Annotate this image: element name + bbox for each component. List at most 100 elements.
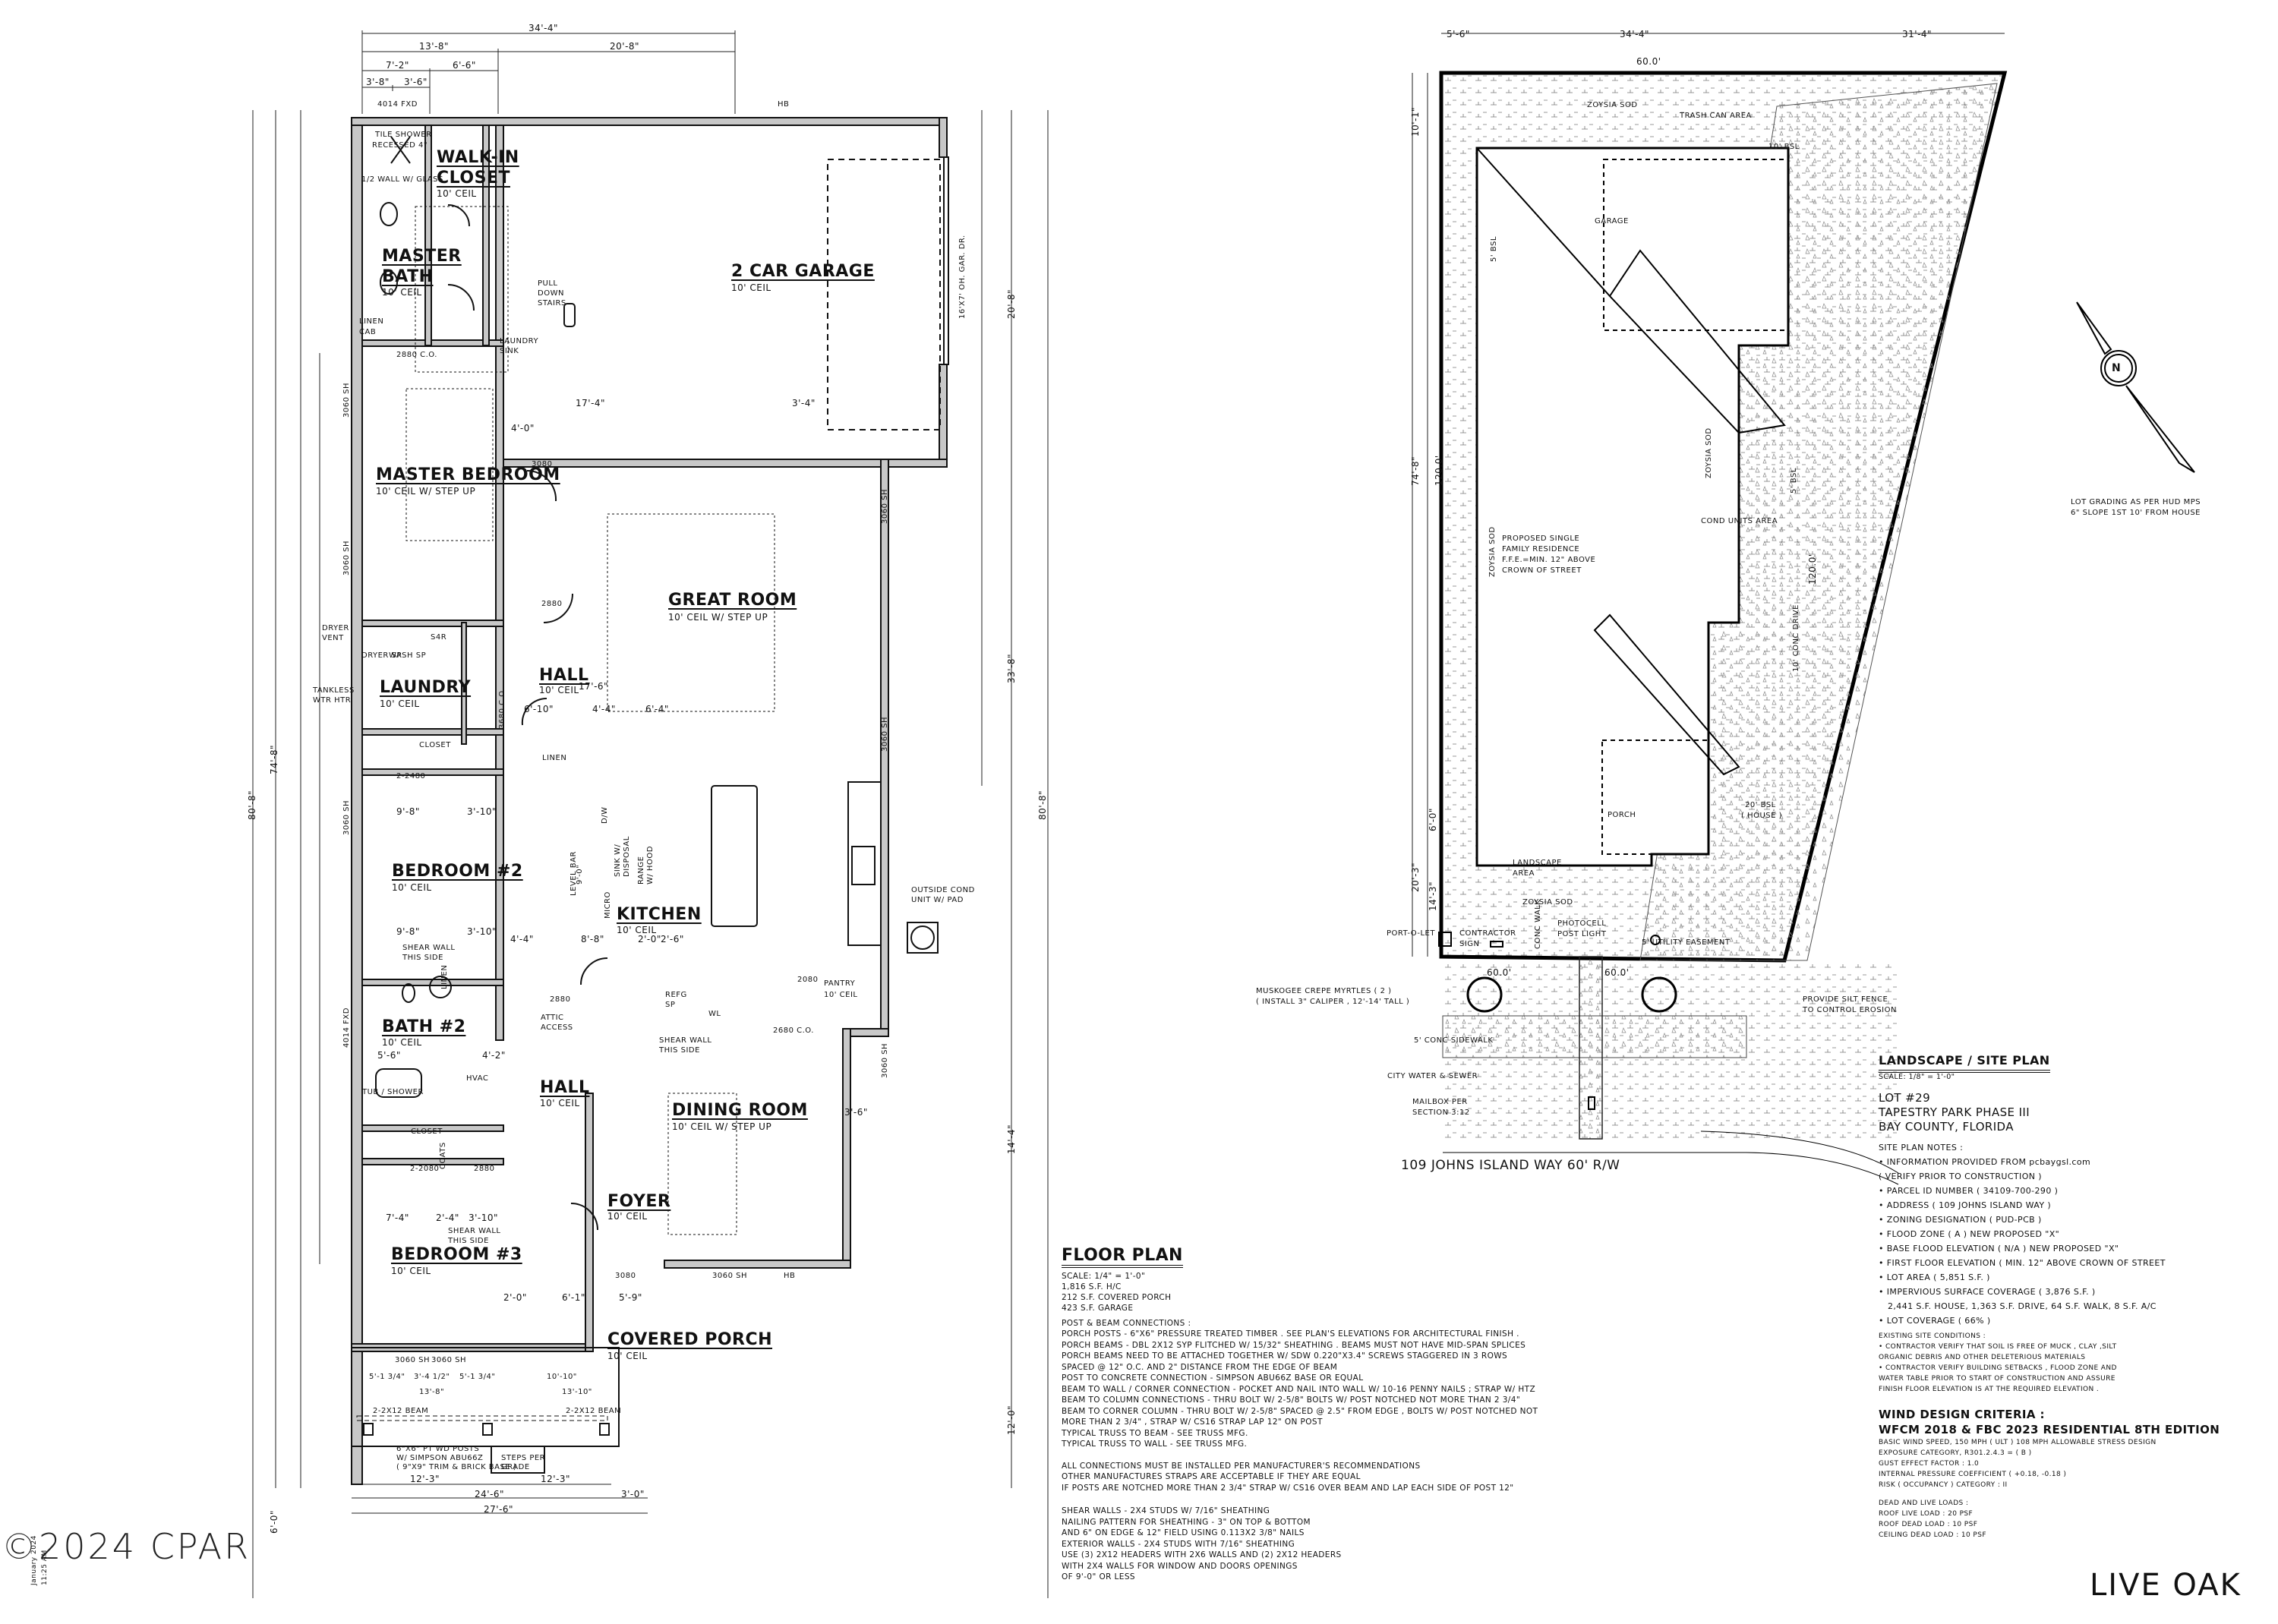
dim-sub-a: 7'-2" [386, 60, 409, 71]
plan-name-title: LIVE OAK [2090, 1568, 2242, 1603]
county: BAY COUNTY, FLORIDA [1879, 1119, 2014, 1134]
outside-cond-label-2: UNIT W/ PAD [911, 896, 964, 904]
cond-units-label: COND UNITS AREA [1701, 517, 1778, 525]
dryer-vent-label-2: VENT [322, 634, 344, 642]
site-note: • ADDRESS ( 109 JOHNS ISLAND WAY ) [1879, 1200, 2052, 1210]
note-line: PORCH BEAMS - DBL 2X12 SYP FLITCHED W/ 1… [1062, 1340, 1526, 1350]
dim-3-6-dining: 3'-6" [844, 1107, 868, 1118]
note-line: POST & BEAM CONNECTIONS : [1062, 1318, 1191, 1328]
post-light-label: POST LIGHT [1557, 930, 1607, 938]
site-dim-a: 5'-6" [1447, 29, 1470, 39]
note-line: PORCH POSTS - 6"X6" PRESSURE TREATED TIM… [1062, 1329, 1519, 1339]
site-note: ( VERIFY PRIOR TO CONSTRUCTION ) [1879, 1171, 2042, 1181]
walk-in-ceiling: 10' CEIL [437, 188, 477, 199]
wind-criteria: BASIC WIND SPEED, 150 MPH ( ULT ) 108 MP… [1879, 1437, 2220, 1490]
closet-label-1: CLOSET [419, 741, 451, 749]
site-note: • BASE FLOOD ELEVATION ( N/A ) NEW PROPO… [1879, 1243, 2119, 1253]
existing-note: ORGANIC DEBRIS AND OTHER DELETERIOUS MAT… [1879, 1353, 2086, 1361]
laundry-ceiling: 10' CEIL [380, 698, 420, 709]
dim-right-width: 20'-8" [610, 41, 640, 52]
posts-label: 6"X6" PT WD POSTS [396, 1445, 480, 1453]
site-front-right-dim: 60.0' [1604, 967, 1630, 978]
wind-note: INTERNAL PRESSURE COEFFICIENT ( +0.18, -… [1879, 1470, 2067, 1478]
window-3060-bed3-a: 3060 SH [395, 1356, 430, 1364]
hose-bib-label: HB [778, 100, 790, 109]
door-2880-co: 2880 C.O. [396, 351, 437, 359]
lot-grading-slope: 6" SLOPE 1ST 10' FROM HOUSE [2071, 509, 2201, 517]
dim-5-6: 5'-6" [377, 1050, 401, 1061]
microwave-label: MICRO [604, 891, 612, 919]
shear-wall-label-3b: THIS SIDE [448, 1237, 489, 1245]
linen-cab-label: LINEN [359, 317, 384, 326]
door-2-2480: 2-2480 [396, 772, 426, 780]
dim-3-4: 3'-4" [792, 398, 816, 408]
shear-wall-label-1b: THIS SIDE [402, 954, 443, 962]
connection-notes: ALL CONNECTIONS MUST BE INSTALLED PER MA… [1062, 1461, 1538, 1494]
residence-label-2: FAMILY RESIDENCE [1502, 545, 1580, 553]
room-master-bath: MASTER [382, 247, 462, 266]
bsl-10-label: 10' BSL [1768, 143, 1800, 151]
note-line: BEAM TO WALL / CORNER CONNECTION - POCKE… [1062, 1384, 1536, 1394]
garage-ceiling: 10' CEIL [731, 282, 771, 293]
site-note: • ZONING DESIGNATION ( PUD-PCB ) [1879, 1214, 2042, 1225]
sidewalk-label: 5' CONC SIDEWALK [1414, 1036, 1494, 1045]
dim-bottom-c: 24'-6" [475, 1489, 505, 1499]
covered-porch-ceiling: 10' CEIL [607, 1351, 648, 1361]
window-4014-bath2: 4014 FXD [342, 1008, 351, 1048]
wall-notes: SHEAR WALLS - 2X4 STUDS W/ 7/16" SHEATHI… [1062, 1506, 1538, 1583]
beam-label-right: 2-2X12 BEAM [566, 1407, 622, 1415]
area-hc: 1,816 S.F. H/C [1062, 1282, 1122, 1291]
load-note: DEAD AND LIVE LOADS : [1879, 1499, 1969, 1507]
water-line-label: WL [708, 1010, 721, 1018]
residence-label-4: CROWN OF STREET [1502, 566, 1582, 575]
dim-5-9: 5'-9" [619, 1292, 642, 1303]
dim-6-1: 6'-1" [562, 1292, 585, 1303]
silt-fence-label-2: TO CONTROL EROSION [1803, 1006, 1897, 1014]
dim-4-2: 4'-2" [482, 1050, 506, 1061]
window-3060-master-1: 3060 SH [342, 383, 351, 418]
dim-left-width: 13'-8" [419, 41, 450, 52]
site-dim-left-d: 6'-0" [1428, 808, 1438, 831]
dryer-vent-label: DRYER [322, 624, 349, 632]
street-name: 109 JOHNS ISLAND WAY 60' R/W [1401, 1158, 1620, 1173]
zoysia-sod-left: ZOYSIA SOD [1488, 526, 1497, 577]
existing-conditions: EXISTING SITE CONDITIONS : • CONTRACTOR … [1879, 1331, 2220, 1395]
dim-9-8-a: 9'-8" [396, 806, 420, 817]
dim-bottom-a: 12'-3" [410, 1474, 440, 1484]
load-note: CEILING DEAD LOAD : 10 PSF [1879, 1531, 1986, 1539]
dim-6-10: 6'-10" [524, 704, 554, 714]
room-garage: 2 CAR GARAGE [731, 262, 875, 281]
hall-2-ceiling: 10' CEIL [540, 1098, 580, 1108]
existing-note: • CONTRACTOR VERIFY BUILDING SETBACKS , … [1879, 1364, 2117, 1372]
lot-grading-label: LOT GRADING AS PER HUD MPS [2071, 498, 2201, 506]
note-line: BEAM TO COLUMN CONNECTIONS - THRU BOLT W… [1062, 1395, 1521, 1405]
existing-note: FINISH FLOOR ELEVATION IS AT THE REQUIRE… [1879, 1385, 2100, 1393]
site-dim-left-c: 20'-3" [1410, 862, 1421, 892]
site-lot-depth: 120.0' [1434, 455, 1444, 486]
loads: DEAD AND LIVE LOADS : ROOF LIVE LOAD : 2… [1879, 1498, 2220, 1540]
north-arrow-icon [2076, 301, 2195, 473]
dim-5-1-34-a: 5'-1 3/4" [369, 1373, 405, 1381]
dim-4-0: 4'-0" [511, 423, 535, 434]
bsl-20-house-label: ( HOUSE ) [1741, 812, 1783, 820]
dim-2-0-porch: 2'-0" [503, 1292, 527, 1303]
shear-wall-label-2b: THIS SIDE [659, 1046, 700, 1055]
room-bath-2: BATH #2 [382, 1017, 466, 1036]
site-dim-c: 31'-4" [1902, 29, 1933, 39]
note-line: ALL CONNECTIONS MUST BE INSTALLED PER MA… [1062, 1461, 1421, 1471]
dim-17-6: 17'-6" [579, 681, 609, 692]
pull-down-stairs-label: PULL [538, 279, 558, 288]
bsl-5-label: 5' BSL [1490, 236, 1498, 262]
window-3060-front: 3060 SH [712, 1272, 747, 1280]
subdivision: TAPESTRY PARK PHASE III [1879, 1105, 2030, 1119]
wind-design-code: WFCM 2018 & FBC 2023 RESIDENTIAL 8TH EDI… [1879, 1422, 2220, 1436]
dim-2-4: 2'-4" [436, 1212, 459, 1223]
print-date: January 2024 [30, 1535, 38, 1585]
site-note: • LOT COVERAGE ( 66% ) [1879, 1315, 1991, 1326]
room-walk-in: WALK-IN [437, 148, 519, 167]
utility-easement-label: 5' UTILITY EASEMENT [1642, 938, 1731, 947]
note-line: OTHER MANUFACTURES STRAPS ARE ACCEPTABLE… [1062, 1472, 1361, 1481]
dim-5-1-34-b: 5'-1 3/4" [459, 1373, 496, 1381]
dim-bottom-b: 12'-3" [541, 1474, 571, 1484]
